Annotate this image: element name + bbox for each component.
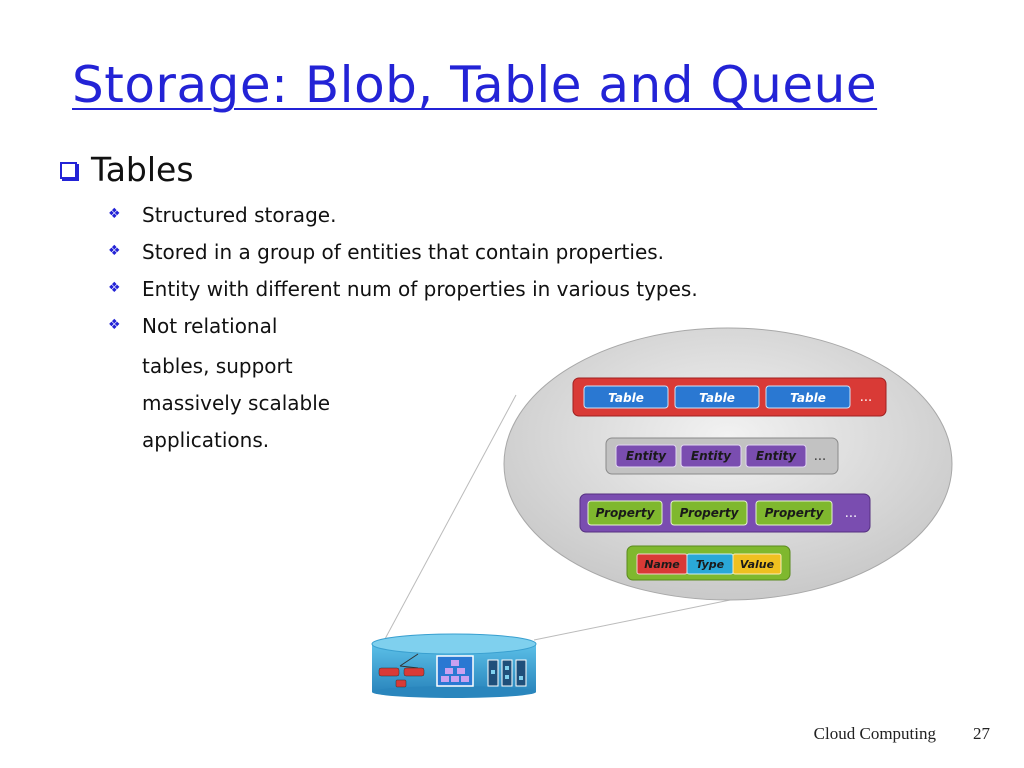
table-chip xyxy=(674,385,760,409)
property-chip-label: Property xyxy=(680,506,740,520)
property-chip xyxy=(670,500,748,526)
bullet-continuation: applications. xyxy=(142,428,270,452)
table-chip xyxy=(583,385,669,409)
blob-icon xyxy=(487,659,527,687)
entity-chip-label: Entity xyxy=(691,449,732,463)
page-number: 27 xyxy=(973,724,990,743)
entity-chip xyxy=(680,444,742,468)
bullet-continuation: tables, support xyxy=(142,354,293,378)
ellipsis-text: ... xyxy=(814,449,826,464)
entity-chip-label: Entity xyxy=(626,449,667,463)
table-chip-label: Table xyxy=(699,391,735,405)
value-chip xyxy=(732,553,782,575)
value-chip-label: Value xyxy=(740,558,775,571)
bullet-text: Structured storage. xyxy=(142,203,337,227)
list-item: ❖ Not relational xyxy=(108,311,698,348)
property-chip xyxy=(587,500,663,526)
heading-text: Tables xyxy=(91,150,194,189)
table-icon xyxy=(436,655,474,687)
slide-title: Storage: Blob, Table and Queue xyxy=(72,56,878,114)
ellipsis-text: ... xyxy=(845,506,857,521)
square-bullet-icon xyxy=(60,162,77,179)
entity-chip-label: Entity xyxy=(756,449,797,463)
type-chip-label: Type xyxy=(696,558,725,571)
queue-icon xyxy=(378,653,425,688)
list-item: ❖ Structured storage. xyxy=(108,200,698,237)
diamond-bullet-icon: ❖ xyxy=(108,206,121,222)
table-chip xyxy=(765,385,851,409)
diamond-bullet-icon: ❖ xyxy=(108,317,121,333)
entity-chip xyxy=(615,444,677,468)
entity-chip xyxy=(745,444,807,468)
diamond-bullet-icon: ❖ xyxy=(108,243,121,259)
bullet-text: Not relational xyxy=(142,314,278,338)
list-item: ❖ Stored in a group of entities that con… xyxy=(108,237,698,274)
bullet-list: ❖ Structured storage. ❖ Stored in a grou… xyxy=(108,200,698,459)
property-chip xyxy=(755,500,833,526)
property-chip-label: Property xyxy=(596,506,656,520)
table-chip-label: Table xyxy=(608,391,644,405)
connector-line xyxy=(377,394,517,653)
property-chip-label: Property xyxy=(765,506,825,520)
diamond-bullet-icon: ❖ xyxy=(108,280,121,296)
ellipsis-text: ... xyxy=(860,390,872,405)
name-chip-label: Name xyxy=(644,558,680,571)
list-item: ❖ Entity with different num of propertie… xyxy=(108,274,698,311)
heading-bullet: Tables xyxy=(60,150,194,189)
bullet-continuation: massively scalable xyxy=(142,391,331,415)
connector-line xyxy=(533,597,741,641)
table-chip-label: Table xyxy=(790,391,826,405)
bullet-text: Stored in a group of entities that conta… xyxy=(142,240,665,264)
footer-course: Cloud Computing xyxy=(813,724,936,743)
bullet-text: Entity with different num of properties … xyxy=(142,277,698,301)
